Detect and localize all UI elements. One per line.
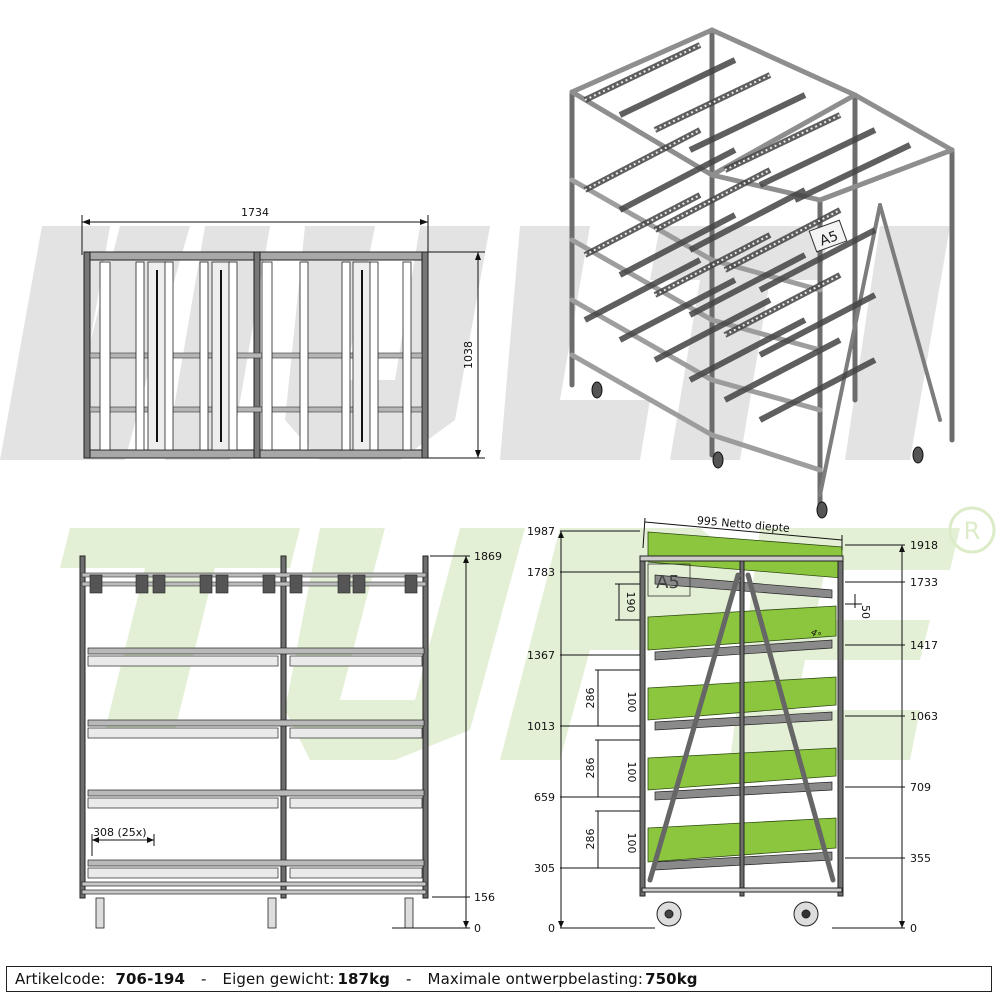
spec-footer-bar: Artikelcode: 706-194 - Eigen gewicht: 18… — [6, 966, 992, 992]
article-code-label: Artikelcode: — [15, 970, 106, 988]
front-zero-dim: 0 — [474, 922, 481, 935]
side-left-dim-6: 0 — [548, 922, 555, 935]
side-left-dim-4: 659 — [534, 791, 555, 804]
side-clearance-dim-1: 100 — [625, 762, 638, 783]
side-right-dim-2: 1417 — [910, 639, 938, 652]
front-base-dim: 156 — [474, 891, 495, 904]
separator: - — [406, 970, 412, 988]
side-spacing-dim-1: 286 — [584, 758, 597, 779]
article-code-value: 706-194 — [115, 970, 186, 988]
side-clearance-dim-0: 100 — [625, 692, 638, 713]
top-view-width-dim: 1734 — [241, 206, 269, 219]
registered-icon — [948, 506, 996, 554]
side-right-dim-3: 1063 — [910, 710, 938, 723]
side-right-dim-1: 1733 — [910, 576, 938, 589]
side-drop-dim: 50 — [859, 605, 872, 619]
weight-value: 187kg — [337, 970, 391, 988]
side-label-plate — [647, 563, 691, 597]
iso-label-plate — [808, 219, 848, 253]
side-left-dim-1: 1783 — [527, 566, 555, 579]
side-right-dim-4: 709 — [910, 781, 931, 794]
side-top-clearance-dim: 190 — [624, 592, 637, 613]
side-right-dim-0: 1918 — [910, 539, 938, 552]
side-label-plate-text: A5 — [656, 572, 680, 593]
side-clearance-dim-2: 100 — [625, 833, 638, 854]
front-shelves — [81, 647, 427, 895]
side-spacing-dim-2: 286 — [584, 829, 597, 850]
weight-label: Eigen gewicht: — [222, 970, 335, 988]
top-view-frame — [83, 251, 429, 459]
side-left-dim-2: 1367 — [527, 649, 555, 662]
side-right-dim-6: 0 — [910, 922, 917, 935]
side-left-dim-5: 305 — [534, 862, 555, 875]
side-left-dim-0: 1987 — [527, 525, 555, 538]
side-spacing-dim-0: 286 — [584, 688, 597, 709]
registered-letter: R — [964, 517, 981, 545]
max-load-label: Maximale ontwerpbelasting: — [427, 970, 644, 988]
front-pitch-dim: 308 (25x) — [93, 826, 147, 839]
top-view-depth-dim: 1038 — [462, 341, 475, 369]
iso-label-plate-text: A5 — [818, 228, 841, 249]
side-depth-dim: 995 Netto diepte — [696, 514, 790, 535]
front-top-level — [81, 572, 427, 594]
max-load-value: 750kg — [645, 970, 698, 988]
side-angle-dim: 4° — [809, 628, 823, 642]
side-left-dim-3: 1013 — [527, 720, 555, 733]
front-height-dim: 1869 — [474, 550, 502, 563]
separator: - — [201, 970, 207, 988]
side-right-dim-5: 355 — [910, 852, 931, 865]
